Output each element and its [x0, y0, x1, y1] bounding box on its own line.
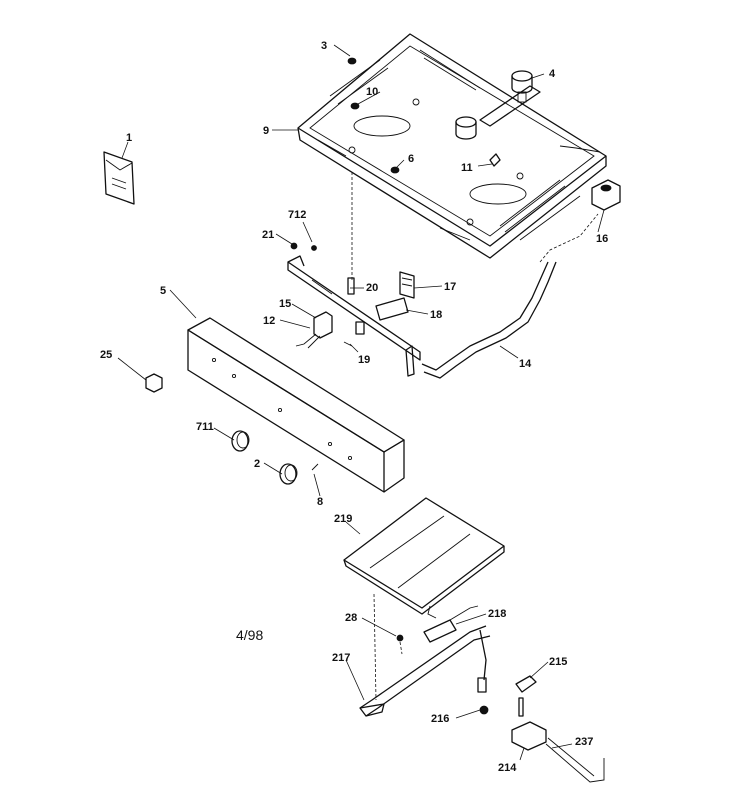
part-214-thermostat — [511, 721, 547, 751]
part-218-igniter — [423, 605, 479, 643]
part-712-screw — [311, 245, 317, 251]
part-21-screw — [290, 242, 298, 250]
label-237: 237 — [575, 736, 593, 748]
label-712: 712 — [288, 209, 306, 221]
part-11-clip — [489, 153, 501, 167]
label-28: 28 — [345, 612, 357, 624]
label-15: 15 — [279, 298, 291, 310]
part-216-fitting — [477, 677, 489, 715]
label-6: 6 — [408, 153, 414, 165]
label-16: 16 — [596, 233, 608, 245]
label-17: 17 — [444, 281, 456, 293]
label-219: 219 — [334, 513, 352, 525]
part-2-knob — [279, 463, 298, 485]
part-8-screw — [311, 463, 319, 471]
part-28-screw — [396, 634, 404, 642]
label-10: 10 — [366, 86, 378, 98]
part-237-capillary — [545, 737, 605, 783]
label-11: 11 — [461, 162, 473, 174]
label-19: 19 — [358, 354, 370, 366]
label-3: 3 — [321, 40, 327, 52]
label-218: 218 — [488, 608, 506, 620]
part-10-screw — [350, 102, 360, 110]
label-217: 217 — [332, 652, 350, 664]
label-25: 25 — [100, 349, 112, 361]
part-20-orifice — [347, 277, 355, 295]
part-5-control-panel — [187, 317, 405, 493]
part-15-ignition-switch — [313, 311, 333, 339]
part-12-wire — [295, 333, 321, 349]
part-17-spark-module — [399, 271, 415, 299]
manifold-bracket — [287, 255, 421, 377]
label-2: 2 — [254, 458, 260, 470]
label-216: 216 — [431, 713, 449, 725]
label-20: 20 — [366, 282, 378, 294]
part-711-knob — [231, 430, 250, 452]
label-21: 21 — [262, 229, 274, 241]
document-date: 4/98 — [236, 627, 263, 643]
part-4-valves — [455, 70, 541, 140]
part-219-heat-shield — [343, 497, 505, 619]
assembly-line-2 — [373, 593, 377, 701]
label-9: 9 — [263, 125, 269, 137]
label-12: 12 — [263, 315, 275, 327]
label-5: 5 — [160, 285, 166, 297]
label-1: 1 — [126, 132, 132, 144]
part-217-oven-burner-pipe — [359, 625, 491, 717]
label-215: 215 — [549, 656, 567, 668]
part-9-burner-box — [297, 33, 607, 259]
label-14: 14 — [519, 358, 532, 370]
label-4: 4 — [549, 68, 556, 80]
part-14-manifold-pipe — [421, 213, 599, 379]
part-1-literature-packet — [103, 151, 135, 205]
part-215-fitting — [515, 675, 537, 717]
part-3-screw — [347, 57, 357, 65]
label-214: 214 — [498, 762, 517, 774]
part-25-switch — [145, 373, 163, 393]
part-16-regulator — [591, 179, 621, 211]
label-18: 18 — [430, 309, 442, 321]
part-6-screw — [390, 166, 400, 174]
label-8: 8 — [317, 496, 323, 508]
leader-lines — [117, 44, 605, 761]
part-19-clamp — [343, 321, 365, 347]
part-18-bracket — [375, 297, 409, 321]
part-labels: 1 3 4 10 9 6 11 16 712 21 20 17 18 5 15 … — [100, 40, 608, 774]
label-711: 711 — [196, 421, 214, 433]
assembly-line-3 — [399, 641, 403, 655]
